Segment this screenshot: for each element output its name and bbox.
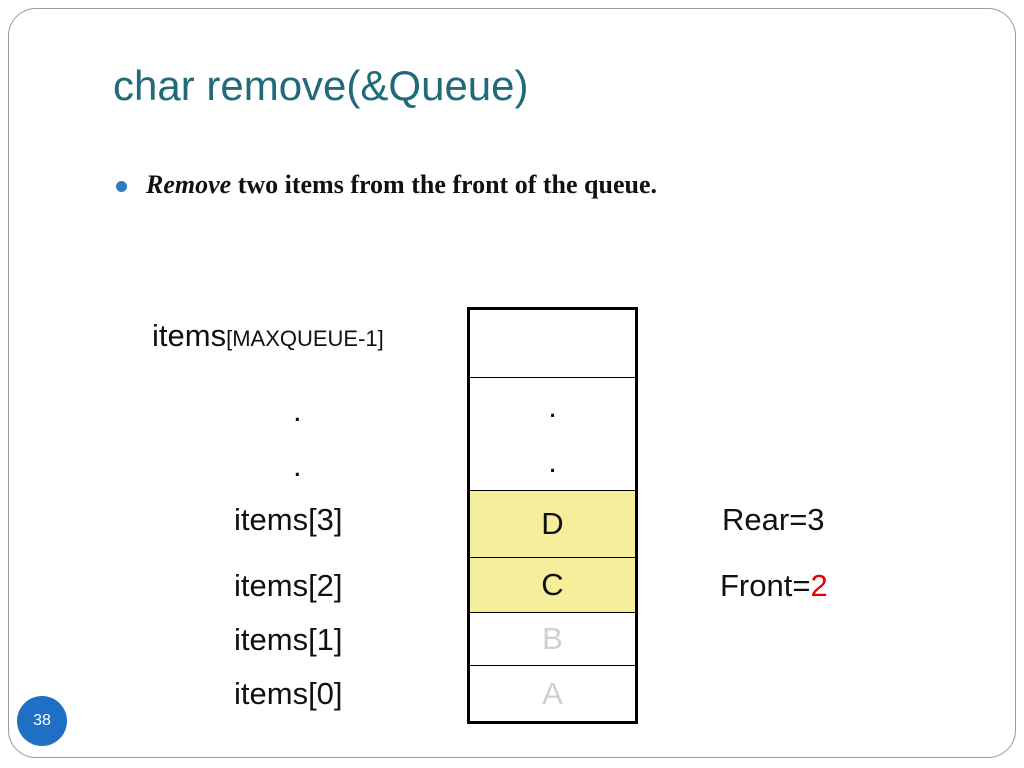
cell-items-2: C [470, 558, 635, 612]
rear-pointer: Rear=3 [722, 502, 825, 537]
label-items-word: items [152, 318, 227, 353]
bullet-text: Remove two items from the front of the q… [146, 170, 657, 200]
cell-items-0: A [542, 675, 563, 711]
cell-dot-1: . [548, 389, 557, 424]
label-maxqueue-sub: [MAXQUEUE-1] [226, 326, 384, 351]
slide-title: char remove(&Queue) [113, 62, 529, 109]
bullet-emphasis: Remove [146, 170, 232, 199]
cell-divider [470, 557, 635, 558]
cell-items-1: B [542, 621, 563, 656]
label-items-2: items[2] [234, 568, 343, 603]
label-items-1: items[1] [234, 622, 343, 657]
page-number-badge: 38 [17, 696, 67, 746]
label-dot-1: . [293, 393, 302, 428]
cell-divider [470, 490, 635, 491]
label-items-maxqueue: items[MAXQUEUE-1] [152, 318, 384, 354]
slide-frame [8, 8, 1016, 758]
bullet-rest: two items from the front of the queue. [231, 170, 657, 199]
cell-maxqueue [470, 310, 635, 377]
label-dot-2: . [293, 448, 302, 483]
cell-divider [470, 612, 635, 613]
front-pointer: Front=2 [720, 568, 828, 604]
cell-dot-2: . [548, 444, 557, 479]
label-items-0: items[0] [234, 676, 343, 711]
front-label: Front= [720, 568, 811, 603]
cell-items-3: D [470, 490, 635, 557]
bullet-dot-icon [116, 181, 127, 192]
cell-divider [470, 377, 635, 378]
front-value: 2 [810, 568, 828, 603]
label-items-3: items[3] [234, 502, 343, 537]
queue-array: . . D C B A [467, 307, 638, 724]
cell-divider [470, 665, 635, 666]
